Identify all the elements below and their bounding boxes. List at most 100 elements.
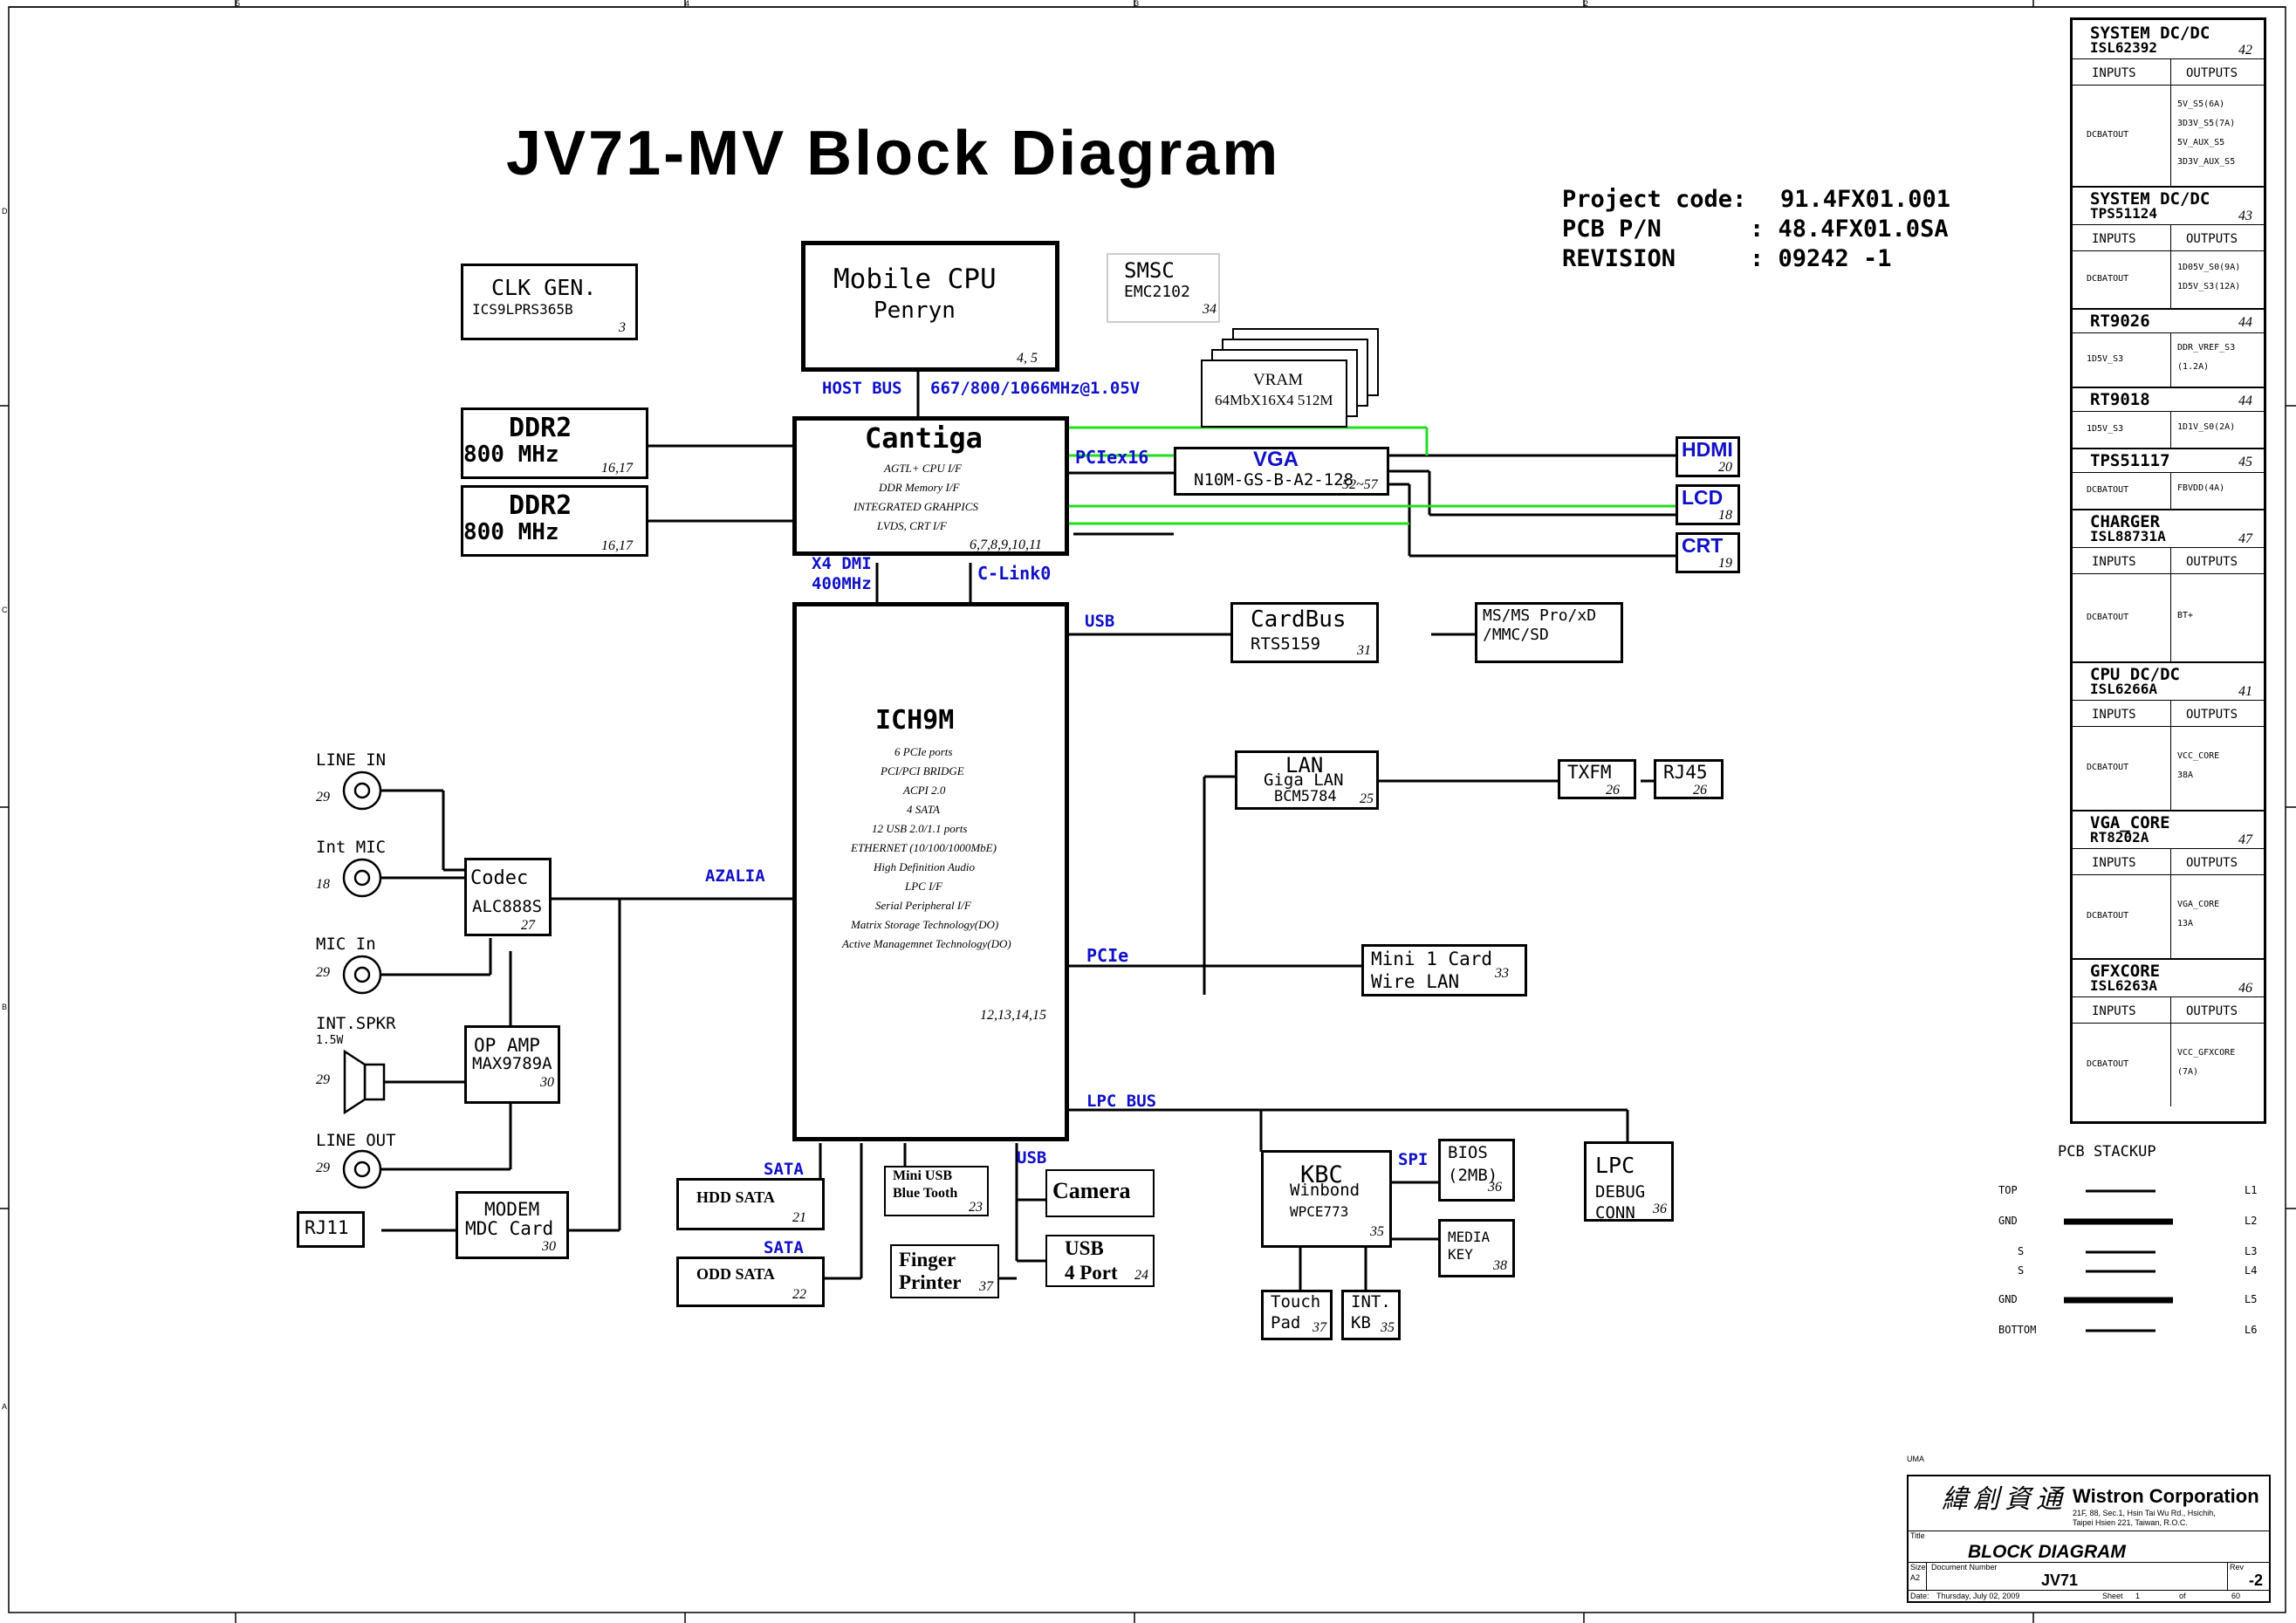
mini1-card-block: Mini 1 Card Wire LAN 33 (1361, 944, 1527, 996)
vga-name: VGA (1253, 448, 1299, 471)
int-kb-name: INT. (1351, 1292, 1391, 1311)
lcd-name: LCD (1682, 486, 1724, 509)
bluetooth-name2: Blue Tooth (893, 1186, 958, 1201)
rev-label: Rev (2230, 1563, 2245, 1572)
smsc-name: SMSC (1124, 258, 1175, 283)
kbc-block: KBC Winbond WPCE773 35 (1261, 1150, 1392, 1248)
outputs-header: OUTPUTS (2186, 66, 2238, 80)
of-label: of (2179, 1592, 2186, 1600)
border-col-3: 3 (1134, 0, 1140, 8)
camera-name: Camera (1052, 1178, 1131, 1203)
document-number: JV71 (2041, 1572, 2079, 1589)
lpc-bus-label: LPC BUS (1086, 1092, 1157, 1111)
stackup-layer-name: TOP (1998, 1184, 2018, 1196)
modem-name2: MDC Card (465, 1218, 554, 1239)
int-kb-block: INT. KB 35 (1341, 1290, 1401, 1340)
power-part: TPS51124 (2090, 205, 2158, 222)
hostbus-label: HOST BUS (822, 379, 902, 398)
card-slot-name: MS/MS Pro/xD (1483, 606, 1597, 625)
revision-label: REVISION (1562, 245, 1676, 272)
touch-pad-name2: Pad (1271, 1313, 1301, 1332)
media-key-name: MEDIA (1448, 1229, 1491, 1245)
txfm-name: TXFM (1567, 762, 1612, 783)
media-key-page: 38 (1493, 1258, 1507, 1273)
sheet-title: BLOCK DIAGRAM (1968, 1542, 2126, 1562)
touch-pad-page: 37 (1312, 1320, 1326, 1335)
codec-part: ALC888S (472, 897, 543, 916)
cardbus-part: RTS5159 (1251, 634, 1321, 654)
cpu-part: Penryn (874, 298, 956, 324)
ddr2-b-speed: 800 MHz (463, 519, 559, 545)
hdmi-page: 20 (1718, 460, 1732, 475)
rj11-block: RJ11 (297, 1211, 365, 1248)
lcd-block: LCD 18 (1676, 484, 1740, 525)
ich9m-feature: Serial Peripheral I/F (875, 899, 971, 912)
clkgen-page: 3 (619, 320, 626, 335)
cardbus-name: CardBus (1251, 606, 1347, 633)
int-spkr-label: INT.SPKR (316, 1014, 396, 1033)
inputs-header: INPUTS (2092, 1004, 2136, 1018)
vram-part: 64MbX16X4 512M (1215, 392, 1333, 408)
cantiga-name: Cantiga (865, 421, 983, 455)
cantiga-feature: LVDS, CRT I/F (877, 519, 947, 532)
cantiga-feature: AGTL+ CPU I/F (884, 462, 962, 475)
odd-sata-block: ODD SATA 22 (676, 1257, 825, 1307)
power-output: 1D05V_S0(9A) (2177, 263, 2241, 272)
sheet-number: 1 (2135, 1592, 2141, 1600)
finger-printer-name: Finger (899, 1249, 956, 1270)
ich9m-feature: PCI/PCI BRIDGE (881, 764, 964, 777)
inputs-header: INPUTS (2092, 555, 2136, 569)
bluetooth-name: Mini USB (893, 1168, 953, 1183)
hostbus-speed-label: 667/800/1066MHz@1.05V (930, 379, 1141, 398)
company-address-1: 21F, 88, Sec.1, Hsin Tai Wu Rd., Hsichih… (2073, 1509, 2216, 1517)
power-part: ISL88731A (2090, 528, 2166, 544)
codec-block: Codec ALC888S 27 (464, 858, 552, 936)
usb-4port-name: USB (1065, 1237, 1104, 1259)
stackup-layer-name: BOTTOM (1998, 1324, 2037, 1336)
stackup-layer-id: L2 (2245, 1215, 2258, 1227)
cantiga-feature: INTEGRATED GRAHPICS (853, 500, 978, 513)
power-part: ISL6263A (2090, 977, 2158, 994)
azalia-bus-label: AZALIA (705, 866, 765, 886)
power-input: 1D5V_S3 (2087, 354, 2124, 364)
kbc-part2: WPCE773 (1290, 1203, 1349, 1220)
power-input: DCBATOUT (2087, 911, 2129, 921)
power-title: RT9018 (2090, 390, 2150, 409)
smsc-part: EMC2102 (1124, 283, 1190, 301)
mini1-card-name2: Wire LAN (1371, 971, 1460, 992)
ddr2-a-name: DDR2 (509, 413, 572, 443)
project-code-value: 91.4FX01.001 (1780, 186, 1951, 213)
ich9m-feature: 6 PCIe ports (894, 745, 953, 758)
sheet-total: 60 (2231, 1592, 2241, 1600)
opamp-part: MAX9789A (472, 1054, 552, 1073)
x4dmi-label: X4 DMI (812, 554, 872, 573)
power-title: RT9026 (2090, 312, 2150, 331)
usb-bus-label: USB (1085, 612, 1115, 631)
stackup-layer-name: GND (1998, 1293, 2018, 1305)
ddr2-b-block: DDR2 800 MHz 16,17 (461, 485, 648, 557)
power-input: DCBATOUT (2087, 612, 2129, 622)
ddr2-b-page: 16,17 (601, 538, 633, 553)
card-slot-block: MS/MS Pro/xD /MMC/SD (1475, 602, 1623, 663)
ich9m-feature: 4 SATA (907, 803, 940, 816)
power-title: SYSTEM DC/DC (2090, 189, 2210, 209)
power-title: CPU DC/DC (2090, 665, 2180, 684)
date-value: Thursday, July 02, 2009 (1936, 1592, 2020, 1600)
inputs-header: INPUTS (2092, 232, 2136, 246)
mic-in-page: 29 (316, 965, 330, 980)
int-kb-name2: KB (1351, 1313, 1371, 1332)
lan-name: LAN (1285, 753, 1324, 777)
usb-4port-name2: 4 Port (1065, 1262, 1118, 1284)
line-in-label: LINE IN (316, 750, 387, 770)
touch-pad-block: Touch Pad 37 (1261, 1290, 1333, 1340)
lan-part2: BCM5784 (1274, 788, 1337, 805)
ddr2-a-block: DDR2 800 MHz 16,17 (461, 407, 648, 479)
cardbus-block: CardBus RTS5159 31 (1230, 602, 1379, 663)
finger-printer-name2: Printer (899, 1271, 962, 1293)
cpu-page: 4, 5 (1017, 351, 1038, 366)
stackup-layer-name: S (2018, 1264, 2025, 1277)
